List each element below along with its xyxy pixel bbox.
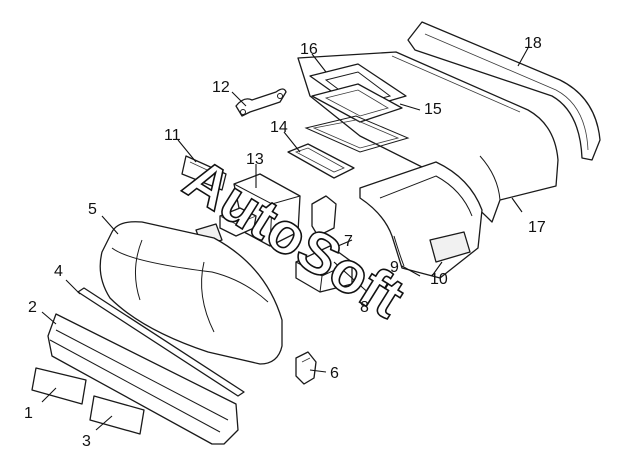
callout-18: 18 [524, 35, 542, 52]
part-6-clip [295, 351, 317, 385]
hatch-inner-panel [304, 115, 410, 153]
leader-lines [41, 47, 529, 431]
callout-3: 3 [82, 433, 91, 450]
part-3-plate [89, 395, 145, 435]
part-4-trim-strip [77, 287, 245, 397]
callout-13: 13 [246, 151, 264, 168]
part-14-panel [287, 143, 355, 179]
callout-2: 2 [28, 299, 37, 316]
callout-labels: 1 2 3 4 5 6 7 8 9 10 11 12 13 14 15 16 1… [24, 35, 546, 450]
part-10-plate [429, 231, 471, 263]
callout-14: 14 [270, 119, 288, 136]
callout-1: 1 [24, 405, 33, 422]
callout-17: 17 [528, 219, 546, 236]
part-7-8-bracket [295, 195, 353, 293]
callout-5: 5 [88, 201, 97, 218]
callout-8: 8 [360, 299, 369, 316]
callout-9: 9 [390, 259, 399, 276]
callout-6: 6 [330, 365, 339, 382]
small-component-box [219, 207, 257, 237]
callout-4: 4 [54, 263, 63, 280]
callout-7: 7 [344, 233, 353, 250]
part-15-hatch-gasket [311, 83, 403, 123]
callout-15: 15 [424, 101, 442, 118]
callout-10: 10 [430, 271, 448, 288]
part-1-plate [31, 367, 87, 405]
part-5-cab-shell [99, 221, 283, 365]
part-18-rear-arch [407, 21, 601, 161]
part-2-front-valance [47, 313, 239, 445]
part-12-handle [235, 88, 287, 117]
callout-11: 11 [164, 127, 181, 144]
callout-16: 16 [300, 41, 318, 58]
part-11-lamp-housing [181, 155, 227, 191]
callout-12: 12 [212, 79, 230, 96]
